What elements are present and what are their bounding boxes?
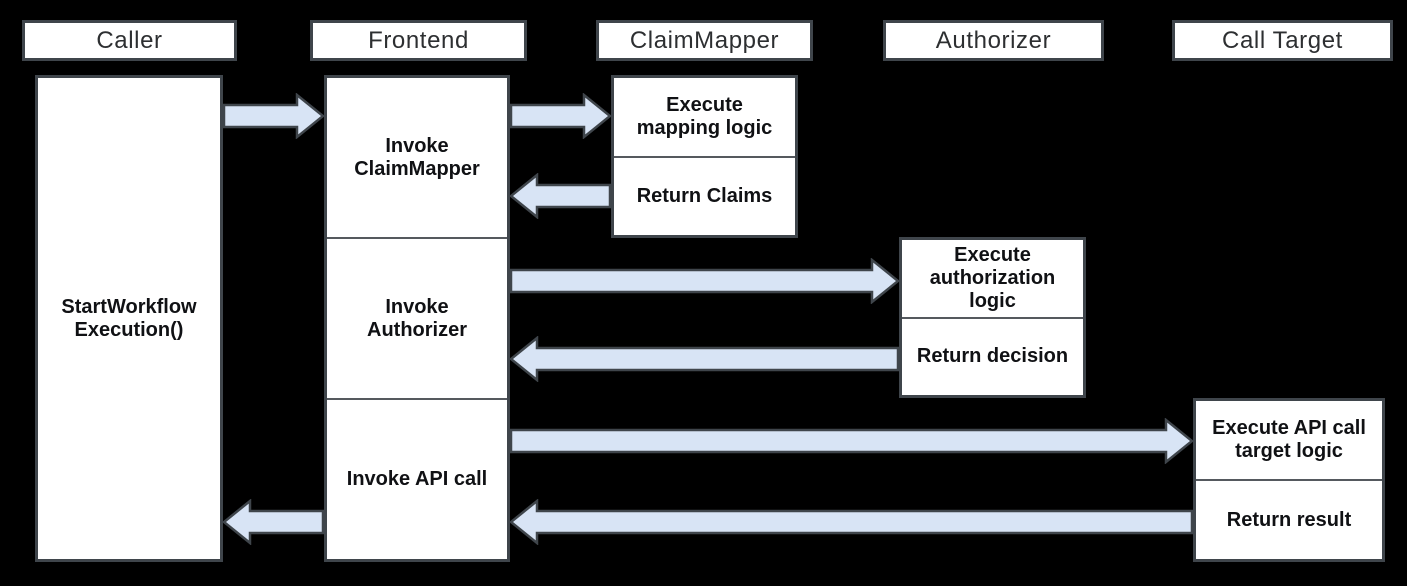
activation-caller: StartWorkflow Execution(): [35, 75, 223, 562]
arrow-claimmapper-to-frontend-return-claims: [510, 173, 611, 219]
arrow-frontend-to-claimmapper: [510, 93, 611, 139]
activity-label: Invoke Authorizer: [367, 295, 467, 341]
activity-execute-authorization-logic: Execute authorization logic: [902, 240, 1083, 317]
activity-label: Invoke ClaimMapper: [354, 134, 480, 180]
activation-calltarget: Execute API call target logic Return res…: [1193, 398, 1385, 562]
arrow-authorizer-to-frontend-return-decision: [510, 336, 899, 382]
lane-header-calltarget: Call Target: [1172, 20, 1393, 61]
lane-header-authorizer: Authorizer: [883, 20, 1104, 61]
activity-label: Invoke API call: [346, 468, 488, 490]
arrow-frontend-to-calltarget: [510, 418, 1193, 464]
activity-invoke-authorizer: Invoke Authorizer: [327, 237, 507, 398]
activity-label: Execute API call target logic: [1212, 417, 1366, 462]
activity-return-claims: Return Claims: [614, 155, 795, 236]
activity-label: Execute mapping logic: [636, 93, 773, 139]
activity-return-result: Return result: [1196, 479, 1382, 559]
activity-label: Return Claims: [636, 184, 773, 207]
lane-header-caller: Caller: [22, 20, 237, 61]
activity-execute-api-call-target-logic: Execute API call target logic: [1196, 401, 1382, 479]
activity-startworkflowexecution: StartWorkflow Execution(): [38, 78, 220, 559]
lane-header-claimmapper: ClaimMapper: [596, 20, 813, 61]
arrow-frontend-to-authorizer: [510, 258, 899, 304]
activity-invoke-api-call: Invoke API call: [327, 398, 507, 559]
activity-label: Execute authorization logic: [929, 243, 1056, 312]
arrow-caller-to-frontend: [223, 93, 324, 139]
lane-header-frontend: Frontend: [310, 20, 527, 61]
activity-execute-mapping-logic: Execute mapping logic: [614, 78, 795, 156]
arrow-frontend-to-caller-return: [223, 499, 324, 545]
activity-label: Return result: [1226, 508, 1352, 531]
activity-label: Return decision: [916, 345, 1069, 368]
activity-invoke-claimmapper: Invoke ClaimMapper: [327, 78, 507, 237]
activation-frontend: Invoke ClaimMapper Invoke Authorizer Inv…: [324, 75, 510, 562]
activity-return-decision: Return decision: [902, 316, 1083, 396]
activation-authorizer: Execute authorization logic Return decis…: [899, 237, 1086, 398]
arrow-calltarget-to-frontend-return-result: [510, 499, 1193, 545]
activation-claimmapper: Execute mapping logic Return Claims: [611, 75, 798, 238]
activity-label: StartWorkflow Execution(): [61, 295, 197, 341]
